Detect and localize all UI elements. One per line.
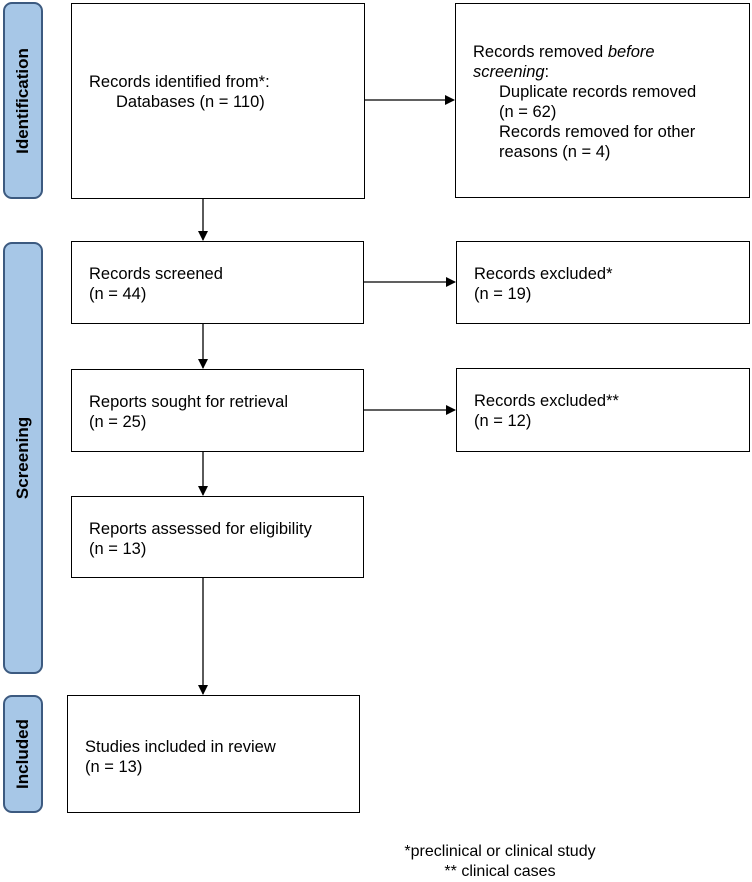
records-excluded-2-label: Records excluded** xyxy=(474,392,619,410)
records-identified-label: Records identified from*: xyxy=(89,73,270,91)
records-excluded-1-label: Records excluded* xyxy=(474,265,613,283)
studies-included-label: Studies included in review xyxy=(85,738,276,756)
records-excluded-box-1: Records excluded* (n = 19) xyxy=(456,241,750,324)
reports-sought-box: Reports sought for retrieval (n = 25) xyxy=(71,369,364,452)
records-identified-box: Records identified from*: Databases (n =… xyxy=(71,3,365,199)
reports-assessed-box: Reports assessed for eligibility (n = 13… xyxy=(71,496,364,578)
records-excluded-1-count: (n = 19) xyxy=(474,285,532,303)
stage-label-identification: Identification xyxy=(3,2,43,199)
records-excluded-box-2: Records excluded** (n = 12) xyxy=(456,368,750,452)
other-removed-count: reasons (n = 4) xyxy=(499,143,611,161)
records-screened-box: Records screened (n = 44) xyxy=(71,241,364,324)
stage-label-included: Included xyxy=(3,695,43,813)
footnote-double-asterisk: ** clinical cases xyxy=(444,863,556,880)
studies-included-box: Studies included in review (n = 13) xyxy=(67,695,360,813)
stage-label-screening: Screening xyxy=(3,242,43,674)
records-screened-count: (n = 44) xyxy=(89,285,147,303)
databases-count: Databases (n = 110) xyxy=(116,93,265,111)
studies-included-count: (n = 13) xyxy=(85,758,143,776)
reports-sought-count: (n = 25) xyxy=(89,413,147,431)
reports-sought-label: Reports sought for retrieval xyxy=(89,393,289,411)
records-removed-title: Records removed before xyxy=(473,43,655,61)
footnotes: *preclinical or clinical study ** clinic… xyxy=(380,842,620,882)
records-removed-box: Records removed before screening: Duplic… xyxy=(455,3,750,198)
records-excluded-2-count: (n = 12) xyxy=(474,412,532,430)
reports-assessed-count: (n = 13) xyxy=(89,540,147,558)
duplicate-removed-label: Duplicate records removed xyxy=(499,83,697,101)
reports-assessed-label: Reports assessed for eligibility xyxy=(89,520,312,538)
footnote-asterisk: *preclinical or clinical study xyxy=(404,843,596,860)
records-screened-label: Records screened xyxy=(89,265,223,283)
duplicate-removed-count: (n = 62) xyxy=(499,103,557,121)
records-removed-title-cont: screening: xyxy=(473,63,550,81)
other-removed-label: Records removed for other xyxy=(499,123,696,141)
